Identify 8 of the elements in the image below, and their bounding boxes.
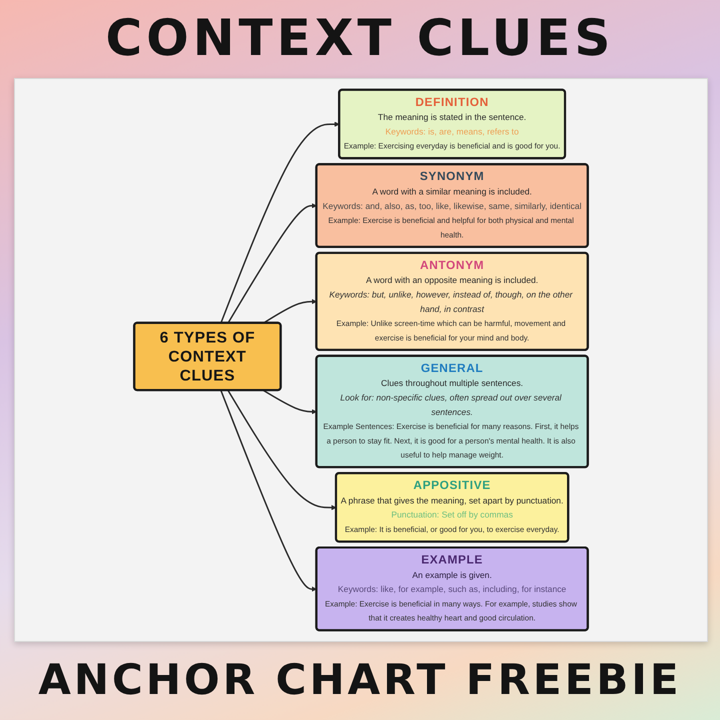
- arrow: [227, 203, 317, 324]
- arrow: [220, 122, 340, 324]
- title: CONTEXT CLUES: [104, 8, 616, 68]
- caption: ANCHOR CHART FREEBIE: [37, 654, 683, 706]
- arrow: [220, 390, 317, 592]
- arrow: [262, 390, 317, 414]
- arrow: [262, 298, 317, 324]
- arrow: [227, 390, 337, 510]
